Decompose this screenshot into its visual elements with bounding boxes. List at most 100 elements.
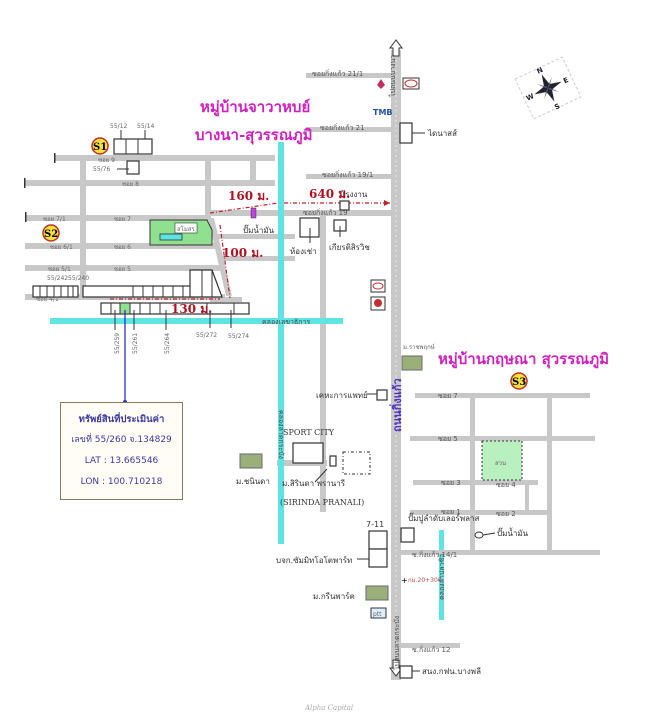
kingkaew-19-label: ซอยกิ่งแก้ว 19 [303, 208, 348, 217]
road-east-soi-3 [413, 480, 538, 485]
park-area [481, 440, 523, 481]
property-lat: LAT : 13.665546 [84, 456, 159, 466]
sign-s3: S3 [510, 372, 528, 390]
arrow-up-icon [389, 39, 403, 57]
kiat-label: เกียรติสิรวิช [329, 243, 370, 252]
gas-station-left-label: ปั๊มน้ำมัน [243, 224, 275, 235]
road-kingkaew-19-1 [306, 174, 396, 179]
road-soi-6 [25, 243, 215, 249]
svg-text:S3: S3 [512, 377, 526, 388]
property-number: เลขที่ 55/260 จ.134829 [71, 435, 172, 445]
soi-6-label: ซอย 6 [114, 244, 131, 251]
village-title-north-1: หมู่บ้านจาวาหบย์ [200, 98, 310, 117]
svg-text:+: + [401, 576, 408, 585]
road-vertical-mid [205, 158, 211, 218]
company-label: บจก.ซัมมิทโอโตพาร์ท [276, 555, 352, 565]
km-marker-label: กม.20+300 [408, 577, 442, 584]
sirinda-en-label: (SIRINDA PRANALI) [280, 498, 364, 507]
esso-logo-icon [402, 77, 420, 90]
seven-eleven-box-2 [368, 548, 388, 568]
svg-text:S1: S1 [93, 142, 107, 153]
svg-text:S2: S2 [44, 229, 58, 240]
property-lon: LON : 100.710218 [80, 477, 163, 487]
canal-vertical-left [278, 142, 284, 544]
watermark: Alpha Capital [305, 704, 354, 712]
canal-label-vertical: คลองลาดกระบัง [277, 410, 285, 459]
sport-city-box [292, 442, 324, 464]
road-soi-8 [25, 180, 275, 186]
kingkaew-21-label: ซอยกิ่งแก้ว 21 [320, 123, 365, 132]
rachapruek-label: ม.ราชพฤกษ์ [403, 343, 435, 351]
road-bottom-stub [210, 297, 242, 302]
road-inner-vertical [320, 212, 326, 512]
clubhouse-label: สโมสร [177, 225, 196, 233]
left-roads [24, 153, 398, 302]
road-east-v1 [470, 395, 475, 555]
road-kingkaew-21 [306, 127, 396, 132]
house-55-12: 55/12 [110, 123, 127, 130]
east-soi-3-label: ซอย 3 [441, 479, 461, 487]
road-east-soi-1 [410, 510, 550, 515]
road-east-v2 [547, 395, 552, 555]
kingkaew-14-1-label: ซ.กิ่งแก้ว 14/1 [412, 550, 457, 559]
house-rows [32, 138, 250, 315]
kingkaew-12-label: ซ.กิ่งแก้ว 12 [412, 645, 450, 654]
distance-130: 130 ม. [171, 302, 212, 316]
soi-6-1-label: ซอย 6/1 [50, 244, 73, 251]
canal-horizontal [50, 318, 343, 324]
park-label: สวน [495, 460, 506, 467]
house-55-240: 55/240 [68, 275, 89, 282]
road-soi-9 [55, 155, 275, 161]
house-55-242: 55/242 [47, 275, 68, 282]
sport-city-label: SPORT CITY [283, 428, 335, 437]
east-soi-2-label: ซอย 2 [496, 510, 516, 518]
canal-label-right: คลองลำปลาซิว [438, 554, 446, 600]
daikin-box [399, 122, 413, 144]
medic-label: เคหะการแพทย์ [316, 390, 368, 400]
village-title-east: หมู่บ้านกฤษณา สุวรรณภูมิ [438, 350, 609, 369]
gas-station-marker [250, 207, 257, 219]
soi-7-1-label: ซอย 7/1 [43, 216, 66, 223]
pool-icon [159, 233, 183, 241]
road-kingkaew-12 [400, 643, 460, 648]
road-label-to-bangna: ไปถนนบางนา [388, 55, 397, 98]
distance-160: 160 ม. [228, 189, 269, 203]
sign-s2: S2 [42, 224, 60, 242]
gas-plus-box [400, 527, 415, 543]
chanitda-photo [239, 453, 263, 469]
electric-label: สนง.กฟน.บางพลี [422, 667, 481, 676]
factory-box [339, 200, 350, 211]
road-soi-5 [25, 265, 220, 271]
compass-w: W [525, 92, 536, 103]
road-kingkaew-14-1 [400, 550, 600, 555]
east-soi-4-label: ซอย 4 [496, 481, 516, 489]
gas-plus-label: ปั๊มปูลำดับเลอร์พลาส [408, 512, 480, 524]
shell-logo-icon [370, 296, 386, 311]
medic-box [376, 389, 388, 401]
seven-eleven-label: 7-11 [366, 520, 384, 529]
kingkaew-19-1-label: ซอยกิ่งแก้ว 19/1 [322, 170, 373, 179]
rental-label: ห้องเช่า [290, 247, 317, 256]
east-soi-1-label: ซอย 1 [441, 508, 461, 516]
seven-eleven-box-1 [368, 530, 388, 550]
factory-label: โรงงาน [341, 189, 368, 199]
road-stub-2 [220, 256, 295, 261]
greenpark-photo [365, 585, 389, 601]
soi-5-label: ซอย 5 [114, 266, 131, 273]
road-east-v3 [525, 482, 529, 512]
house-55-274: 55/274 [228, 333, 249, 340]
compass-n: N [536, 66, 545, 76]
esso-logo-icon-2 [370, 279, 386, 293]
rachapruek-photo [401, 355, 423, 371]
road-label-to-latkrabang: ไปถนนลาดกระบัง [392, 616, 401, 671]
canal-label-horizontal: คลองเลขาธิการ [262, 318, 310, 326]
road-stub-1 [215, 234, 295, 239]
soi-9-label: ซอย 9 [98, 157, 115, 164]
kingkaew-21-1-label: ซอยกิ่งแก้ว 21/1 [312, 69, 363, 78]
route-dashed [110, 202, 390, 300]
gas-station-right-label: ปั๊มน้ำมัน [497, 527, 529, 538]
compass-s: S [553, 102, 561, 111]
compass-rose-icon: N E S W [514, 56, 582, 120]
road-soi-7 [25, 215, 210, 221]
